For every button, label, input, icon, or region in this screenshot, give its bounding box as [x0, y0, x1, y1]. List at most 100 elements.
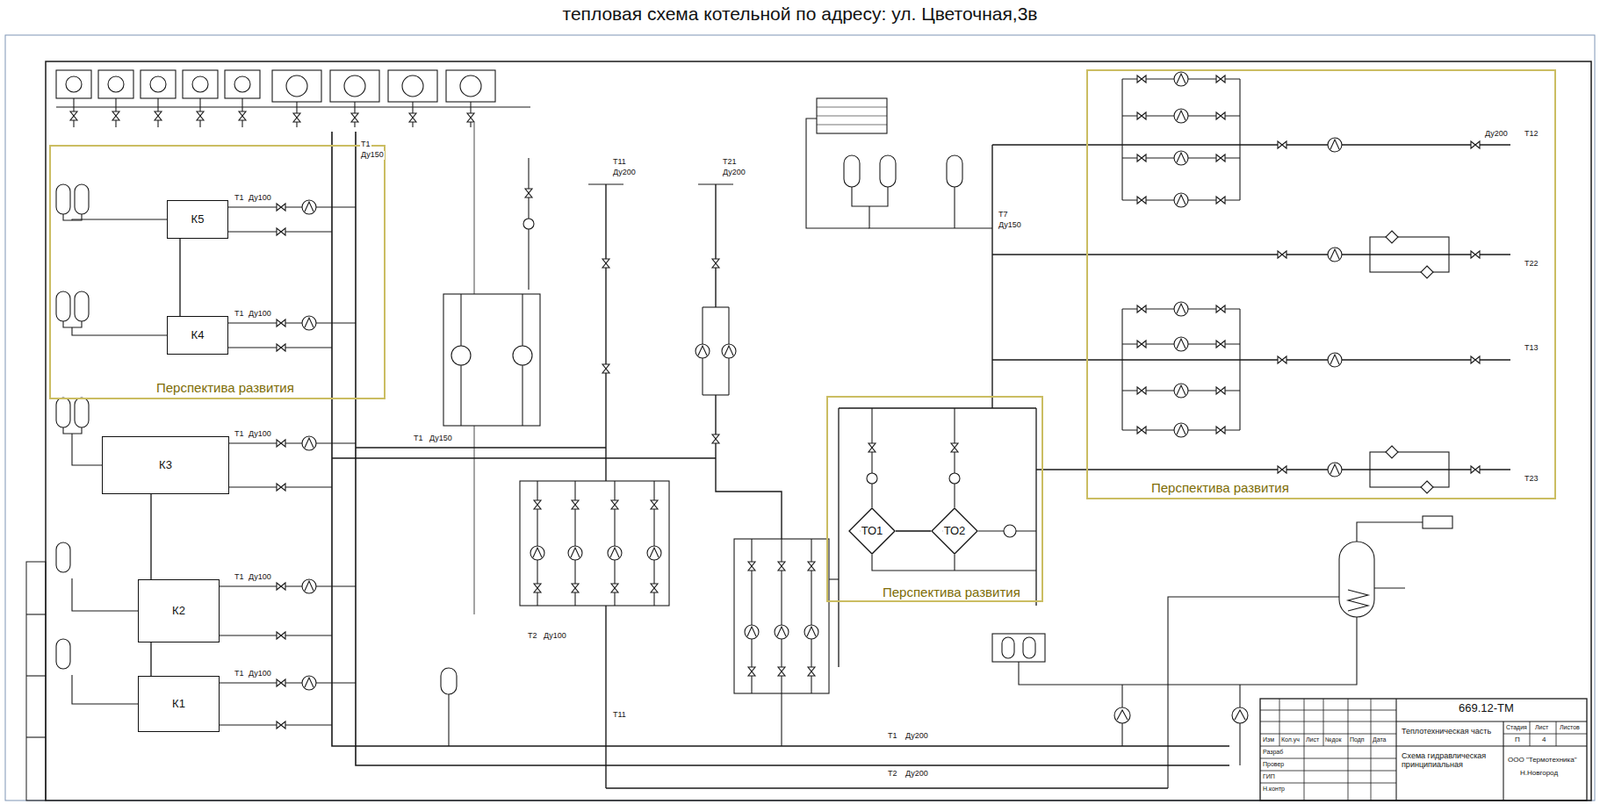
pipe-line [219, 682, 356, 684]
pipe-line [1503, 734, 1587, 736]
heat-exchanger-diamond: ТО1 [848, 507, 896, 555]
pump-symbol [1176, 425, 1186, 435]
valve-symbol [1470, 251, 1480, 259]
pipe-line [1260, 771, 1397, 772]
boiler-box: К3 [101, 436, 230, 495]
valve-symbol [276, 583, 286, 591]
zone-label: Перспектива развития [1149, 480, 1291, 496]
pipe-size: Ду100 [247, 670, 273, 679]
pipe-line [1121, 79, 1123, 201]
valve-symbol [571, 500, 579, 510]
pipe-line [1279, 699, 1281, 747]
pipe-line [63, 321, 82, 328]
pump-symbol [1176, 152, 1186, 163]
pump-symbol [304, 317, 314, 328]
circle-symbol [744, 625, 759, 640]
pipe-line [1239, 309, 1240, 431]
pipe-line [1035, 408, 1037, 606]
pipe-line [816, 115, 887, 117]
pipe-label: Т1 [412, 434, 425, 444]
pipe-line [63, 427, 82, 434]
title-block-cell: Разраб [1261, 749, 1284, 757]
circle-symbol [774, 625, 789, 640]
pipe-line [26, 736, 46, 738]
valve-symbol [748, 667, 756, 677]
valve-symbol [196, 111, 204, 121]
valve-symbol [154, 111, 162, 121]
valve-symbol [868, 443, 876, 453]
circle-symbol [460, 75, 482, 97]
circle-symbol [1174, 383, 1189, 398]
pump-symbol [649, 547, 659, 558]
valve-symbol [276, 344, 286, 352]
pump-symbol [1330, 139, 1340, 150]
pipe-line [1260, 783, 1397, 785]
circle-symbol [1174, 72, 1189, 87]
pipe-size: Ду150 [360, 151, 385, 160]
valve-symbol [293, 113, 301, 123]
valve-symbol [276, 203, 286, 211]
pipe-line [869, 206, 993, 229]
outline-rect [56, 70, 92, 99]
pipe-size: Ду100 [247, 430, 273, 440]
valve-symbol [571, 583, 579, 593]
diamond-outline [930, 507, 979, 555]
pipe-line [872, 554, 1037, 571]
pipe-line [228, 322, 356, 324]
pipe-connector [179, 238, 181, 317]
pipe-line [828, 578, 839, 580]
pipe-line [1234, 710, 1246, 721]
vessel-symbol [1001, 637, 1015, 659]
valve-symbol [276, 632, 286, 640]
pipe-line [1323, 699, 1325, 747]
pipe-line [1370, 699, 1372, 801]
valve-symbol [276, 721, 286, 729]
development-zone: Перспектива развитияТО1ТО2 [826, 396, 1044, 603]
valve-symbol [351, 113, 359, 123]
title-block-cell: Листов [1558, 724, 1581, 732]
pipe-line [1396, 745, 1587, 747]
vessel-symbol [440, 668, 457, 695]
equipment-tag: К3 [158, 459, 173, 472]
diamond-outline [848, 507, 896, 555]
circle-symbol [1327, 137, 1342, 152]
pipe-line [816, 124, 887, 126]
pipe-line [991, 144, 993, 409]
pipe-label: Т22 [1523, 259, 1540, 269]
circle-symbol [1174, 151, 1189, 166]
circle-symbol [302, 316, 317, 331]
title-block-cell: Схема гидравлическая принципиальная [1400, 752, 1501, 771]
circle-symbol [1174, 337, 1189, 352]
boiler-box: К4 [166, 316, 229, 355]
circle-symbol [695, 344, 710, 359]
outline-rect [519, 481, 670, 606]
pipe-label: Т12 [1523, 129, 1540, 139]
title-block-cell: П [1513, 736, 1521, 745]
valve-symbol [1216, 154, 1226, 162]
diamond-shape [849, 508, 895, 555]
pipe-line [953, 187, 955, 229]
pipe-size: Ду200 [721, 168, 747, 178]
circle-symbol [866, 473, 878, 484]
title-block-cell: Лист [1304, 736, 1320, 744]
pipe-line [806, 118, 870, 229]
pipe-line [1045, 617, 1357, 685]
valve-symbol [1216, 387, 1226, 395]
outline-rect [182, 70, 218, 99]
outline-rect [272, 70, 322, 102]
circle-symbol [302, 676, 317, 691]
outline-rect [734, 539, 829, 694]
pipe-line [219, 724, 332, 726]
pipe-size: Ду100 [247, 573, 273, 583]
title-block-cell: Н.контр [1261, 785, 1286, 793]
pipe-size: Ду100 [542, 632, 568, 642]
title-block-cell: ГИП [1261, 773, 1276, 781]
pipe-connector [895, 530, 931, 532]
valve-symbol [1216, 340, 1226, 348]
pipe-line [72, 219, 167, 221]
pipe-label: Т11 [612, 711, 628, 721]
circle-symbol [402, 75, 424, 97]
pump-symbol [1176, 194, 1186, 205]
development-zone: Перспектива развития [1086, 69, 1557, 500]
circle-symbol [1114, 707, 1131, 724]
